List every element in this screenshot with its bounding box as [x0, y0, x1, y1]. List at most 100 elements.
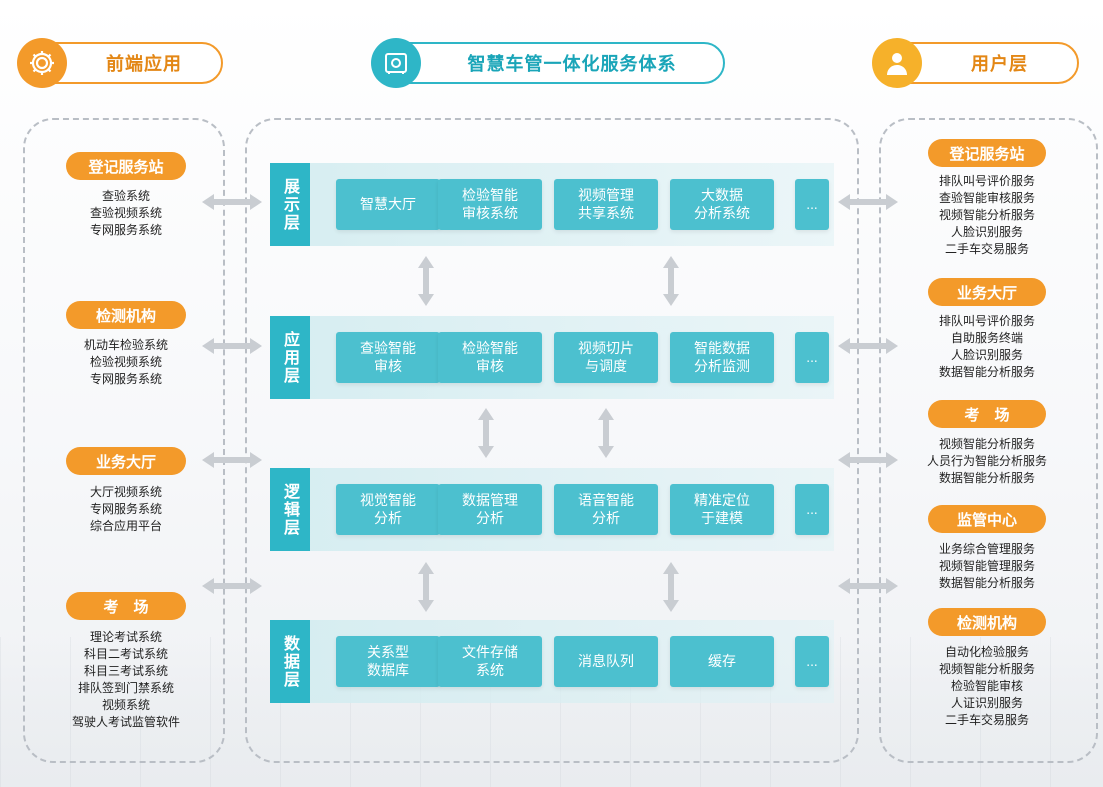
- list-item: 查验系统: [101, 189, 150, 203]
- list-item: 大厅视频系统: [89, 485, 162, 499]
- box-cache: 缓存: [670, 636, 774, 687]
- box-video-sharing-system: 视频管理 共享系统: [554, 179, 658, 230]
- vertical-arrow: [598, 408, 614, 458]
- list-item: 自助服务终端: [950, 331, 1023, 345]
- header-user-layer: 用户层: [872, 38, 1079, 88]
- horizontal-arrow: [202, 338, 262, 354]
- user-icon: [872, 38, 922, 88]
- right-group-items: 自动化检验服务 视频智能分析服务 检验智能审核 人证识别服务 二手车交易服务: [884, 644, 1090, 729]
- layer-label-application: 应用层: [270, 316, 310, 399]
- box-positioning-modeling: 精准定位 于建模: [670, 484, 774, 535]
- vertical-arrow: [418, 256, 434, 306]
- right-group-title: 监管中心: [928, 505, 1046, 533]
- left-group-items: 查验系统 查验视频系统 专网服务系统: [33, 188, 219, 239]
- left-group-title: 登记服务站: [66, 152, 186, 180]
- user-layer-panel: [879, 118, 1098, 763]
- layer-label-display: 展示层: [270, 163, 310, 246]
- box-inspection-review: 检验智能 审核: [438, 332, 542, 383]
- list-item: 专网服务系统: [89, 223, 162, 237]
- list-item: 科目二考试系统: [83, 647, 168, 661]
- left-group-items: 机动车检验系统 检验视频系统 专网服务系统: [33, 337, 219, 388]
- box-relational-db: 关系型 数据库: [336, 636, 440, 687]
- horizontal-arrow: [202, 578, 262, 594]
- safe-icon: [371, 38, 421, 88]
- header-user-label: 用户层: [971, 54, 1028, 75]
- vertical-arrow: [478, 408, 494, 458]
- layer-label-data: 数据层: [270, 620, 310, 703]
- list-item: 检验智能审核: [950, 679, 1023, 693]
- box-inspection-review-system: 检验智能 审核系统: [438, 179, 542, 230]
- list-item: 视频智能分析服务: [938, 208, 1035, 222]
- horizontal-arrow: [838, 338, 898, 354]
- list-item: 排队叫号评价服务: [938, 314, 1035, 328]
- list-item: 查验视频系统: [89, 206, 162, 220]
- layer-label-logic: 逻辑层: [270, 468, 310, 551]
- right-group-title: 登记服务站: [928, 139, 1046, 167]
- right-group-items: 排队叫号评价服务 自助服务终端 人脸识别服务 数据智能分析服务: [884, 313, 1090, 381]
- right-group-items: 业务综合管理服务 视频智能管理服务 数据智能分析服务: [884, 541, 1090, 592]
- list-item: 视频系统: [101, 698, 150, 712]
- right-group-title: 检测机构: [928, 608, 1046, 636]
- left-group-title: 检测机构: [66, 301, 186, 329]
- horizontal-arrow: [838, 578, 898, 594]
- list-item: 人脸识别服务: [950, 225, 1023, 239]
- list-item: 人证识别服务: [950, 696, 1023, 710]
- box-check-review: 查验智能 审核: [336, 332, 440, 383]
- system-panel: [245, 118, 859, 763]
- gear-icon: [17, 38, 67, 88]
- box-voice-analysis: 语音智能 分析: [554, 484, 658, 535]
- right-group-items: 视频智能分析服务 人员行为智能分析服务 数据智能分析服务: [884, 436, 1090, 487]
- box-vision-analysis: 视觉智能 分析: [336, 484, 440, 535]
- header-center-label: 智慧车管一体化服务体系: [467, 54, 677, 75]
- list-item: 二手车交易服务: [944, 242, 1029, 256]
- box-message-queue: 消息队列: [554, 636, 658, 687]
- vertical-arrow: [663, 256, 679, 306]
- list-item: 检验视频系统: [89, 355, 162, 369]
- box-more: ...: [795, 484, 829, 535]
- list-item: 排队签到门禁系统: [77, 681, 174, 695]
- box-bigdata-analysis-system: 大数据 分析系统: [670, 179, 774, 230]
- list-item: 理论考试系统: [89, 630, 162, 644]
- box-more: ...: [795, 179, 829, 230]
- list-item: 视频智能分析服务: [938, 437, 1035, 451]
- right-group-items: 排队叫号评价服务 查验智能审核服务 视频智能分析服务 人脸识别服务 二手车交易服…: [884, 173, 1090, 258]
- box-video-slicing: 视频切片 与调度: [554, 332, 658, 383]
- list-item: 数据智能分析服务: [938, 471, 1035, 485]
- list-item: 专网服务系统: [89, 502, 162, 516]
- left-group-title: 业务大厅: [66, 447, 186, 475]
- box-smart-hall: 智慧大厅: [336, 179, 440, 230]
- box-file-storage: 文件存储 系统: [438, 636, 542, 687]
- list-item: 业务综合管理服务: [938, 542, 1035, 556]
- list-item: 科目三考试系统: [83, 664, 168, 678]
- list-item: 人脸识别服务: [950, 348, 1023, 362]
- horizontal-arrow: [838, 452, 898, 468]
- header-center-system: 智慧车管一体化服务体系: [371, 38, 725, 88]
- list-item: 驾驶人考试监管软件: [71, 715, 180, 729]
- horizontal-arrow: [202, 452, 262, 468]
- horizontal-arrow: [202, 194, 262, 210]
- front-app-panel: [23, 118, 225, 763]
- header-front-app: 前端应用: [17, 38, 223, 88]
- vertical-arrow: [418, 562, 434, 612]
- horizontal-arrow: [838, 194, 898, 210]
- list-item: 综合应用平台: [89, 519, 162, 533]
- vertical-arrow: [663, 562, 679, 612]
- left-group-items: 大厅视频系统 专网服务系统 综合应用平台: [33, 484, 219, 535]
- list-item: 专网服务系统: [89, 372, 162, 386]
- list-item: 机动车检验系统: [83, 338, 168, 352]
- list-item: 二手车交易服务: [944, 713, 1029, 727]
- list-item: 视频智能分析服务: [938, 662, 1035, 676]
- left-group-items: 理论考试系统 科目二考试系统 科目三考试系统 排队签到门禁系统 视频系统 驾驶人…: [33, 629, 219, 731]
- box-data-management: 数据管理 分析: [438, 484, 542, 535]
- list-item: 排队叫号评价服务: [938, 174, 1035, 188]
- left-group-title: 考 场: [66, 592, 186, 620]
- right-group-title: 考 场: [928, 400, 1046, 428]
- list-item: 自动化检验服务: [944, 645, 1029, 659]
- list-item: 数据智能分析服务: [938, 576, 1035, 590]
- list-item: 视频智能管理服务: [938, 559, 1035, 573]
- list-item: 数据智能分析服务: [938, 365, 1035, 379]
- list-item: 查验智能审核服务: [938, 191, 1035, 205]
- right-group-title: 业务大厅: [928, 278, 1046, 306]
- box-data-monitoring: 智能数据 分析监测: [670, 332, 774, 383]
